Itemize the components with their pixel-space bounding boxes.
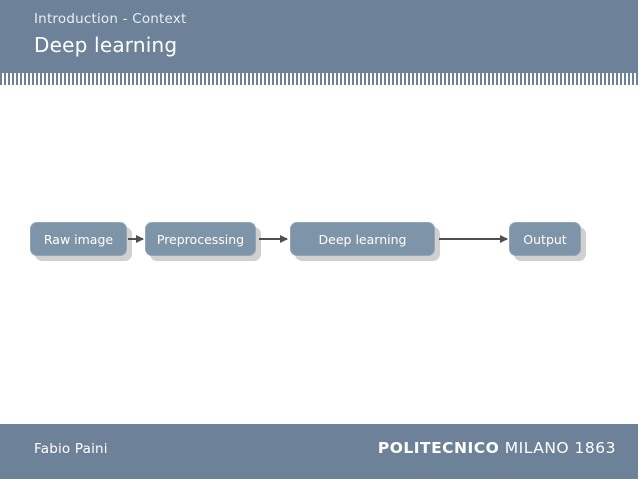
pipeline-node-output: Output [509, 222, 581, 256]
slide-header: Introduction - Context Deep learning [0, 0, 638, 73]
institution-logo: POLITECNICO MILANO 1863 [378, 439, 616, 457]
header-subtitle: Introduction - Context [34, 11, 187, 27]
footer-author: Fabio Paini [34, 441, 108, 457]
pipeline-node-raw-image: Raw image [30, 222, 127, 256]
page-title: Deep learning [34, 33, 178, 57]
pipeline-diagram: Raw image Preprocessing Deep learning Ou… [0, 222, 638, 264]
pipeline-node-preprocessing: Preprocessing [145, 222, 256, 256]
arrow-icon-1 [128, 234, 144, 243]
pipeline-node-deep-learning: Deep learning [290, 222, 435, 256]
arrow-icon-2 [259, 234, 288, 243]
institution-name-bold: POLITECNICO [377, 439, 500, 457]
hatched-separator [0, 73, 638, 85]
institution-name-light: MILANO 1863 [504, 439, 616, 457]
arrow-icon-3 [439, 234, 508, 243]
slide-footer: Fabio Paini POLITECNICO MILANO 1863 [0, 424, 638, 479]
